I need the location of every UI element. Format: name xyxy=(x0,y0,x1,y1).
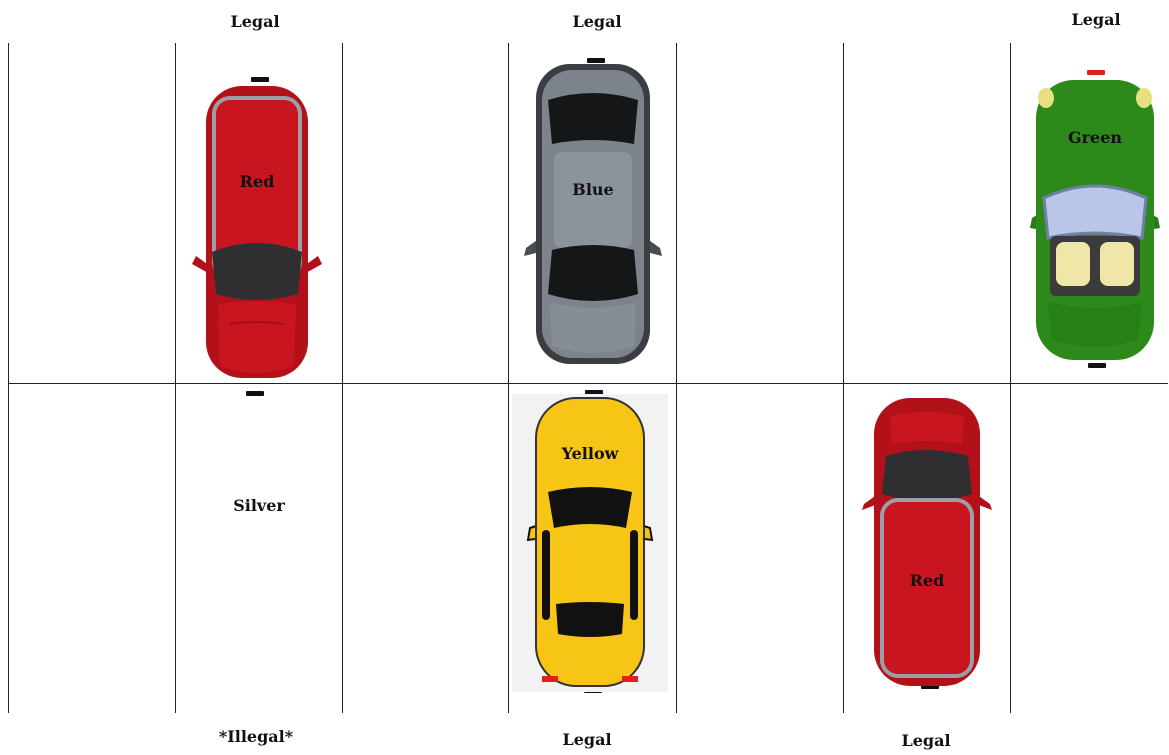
grid-line-v7 xyxy=(1010,43,1011,713)
car-label: Red xyxy=(910,571,945,590)
car-label: Red xyxy=(240,172,275,191)
car-red-icon xyxy=(856,396,998,688)
bottom-label-right: Legal xyxy=(901,731,950,750)
grid-line-h-middle xyxy=(8,383,1168,384)
car-label: Blue xyxy=(572,180,613,199)
grid-line-v1 xyxy=(8,43,9,713)
top-label-left: Legal xyxy=(230,12,279,31)
bottom-label-middle: Legal xyxy=(562,730,611,749)
car-blue-icon xyxy=(520,62,666,368)
direction-marker xyxy=(246,391,264,396)
top-label-middle: Legal xyxy=(572,12,621,31)
top-label-right: Legal xyxy=(1071,10,1120,29)
grid-line-v2 xyxy=(175,43,176,713)
bottom-label-left: *Illegal* xyxy=(219,727,293,746)
car-red-bottom-right: Red xyxy=(856,396,998,688)
grid-line-v4 xyxy=(508,43,509,713)
grid-line-v6 xyxy=(843,43,844,713)
car-label: Yellow xyxy=(562,444,619,463)
direction-marker xyxy=(1087,70,1105,75)
car-yellow-icon xyxy=(512,394,668,692)
car-label: Silver xyxy=(233,496,285,515)
grid-line-v3 xyxy=(342,43,343,713)
car-green-icon xyxy=(1026,78,1164,364)
car-green-top-right: Green xyxy=(1026,78,1164,364)
car-red-icon xyxy=(186,84,328,384)
car-blue-top-middle: Blue xyxy=(520,62,666,368)
car-label: Green xyxy=(1068,128,1122,147)
direction-marker xyxy=(251,77,269,82)
car-silver-bottom-left: Silver xyxy=(176,490,342,520)
grid-line-v5 xyxy=(676,43,677,713)
car-red-top-left: Red xyxy=(186,84,328,384)
car-yellow-bottom-middle: Yellow xyxy=(512,394,668,692)
